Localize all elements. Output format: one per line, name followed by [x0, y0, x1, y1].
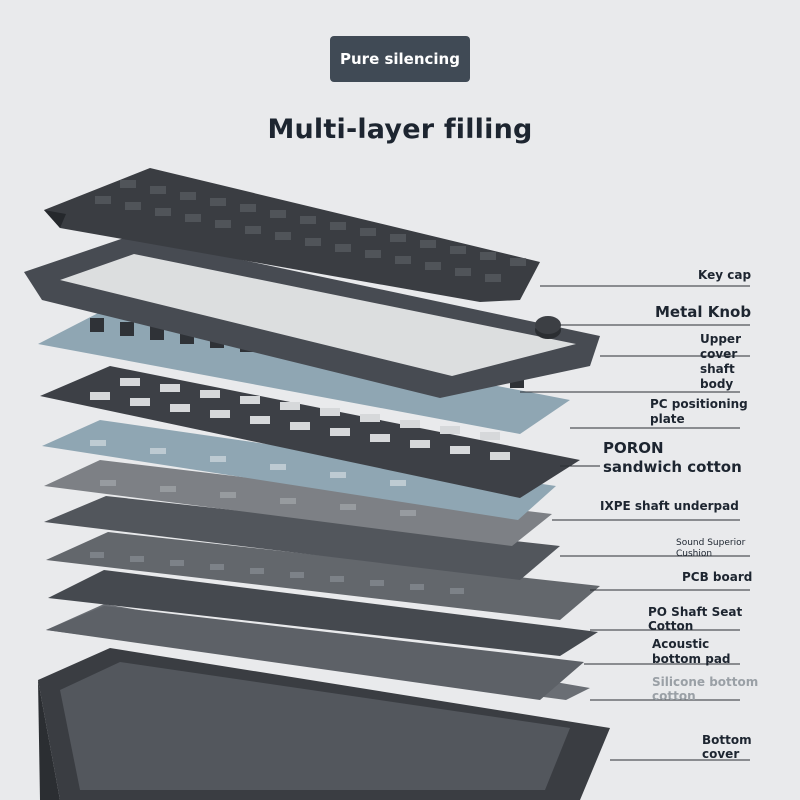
metal-knob	[535, 316, 561, 339]
silicone-bottom-cotton-label-line1: Silicone bottom	[652, 675, 759, 689]
ixpe-label: IXPE shaft underpad	[600, 499, 739, 513]
silicone-bottom-cotton-label-line2: cotton	[652, 689, 696, 703]
acoustic-bottom-pad-layer	[46, 606, 584, 700]
upper-cover-label-line1: Upper	[700, 332, 741, 346]
upper-cover-label-line2: cover	[700, 347, 738, 361]
poron-sandwich-cotton-layer	[42, 420, 556, 520]
sound-superior-cushion-label-line2: Cushion	[676, 549, 713, 559]
bottom-cover-layer	[38, 648, 610, 800]
po-shaft-seat-cotton-layer	[48, 570, 598, 656]
bottom-cover-label-line1: Bottom	[702, 733, 752, 747]
switch-plate-layer	[38, 310, 570, 434]
pc-positioning-plate-label-line1: PC positioning	[650, 397, 748, 411]
pc-positioning-plate-layer	[40, 366, 580, 498]
upper-cover-frame-layer	[24, 236, 600, 398]
acoustic-bottom-pad-label-line1: Acoustic	[652, 637, 710, 651]
pcb-board-label: PCB board	[682, 570, 753, 584]
sound-superior-cushion-label-line1: Sound Superior	[676, 538, 746, 548]
pcb-board-layer	[46, 532, 600, 620]
poron-label-line2: sandwich cotton	[603, 458, 742, 476]
poron-label-line1: PORON	[603, 439, 664, 457]
sound-superior-cushion-layer	[44, 496, 560, 580]
ixpe-shaft-underpad-layer	[44, 460, 552, 546]
bottom-cover-label-line2: cover	[702, 747, 740, 761]
metal-knob-label: Metal Knob	[655, 303, 752, 321]
pc-positioning-plate-label-line2: plate	[650, 412, 685, 426]
upper-cover-label-line4: body	[700, 377, 734, 391]
upper-cover-label-line3: shaft	[700, 362, 735, 376]
po-shaft-seat-cotton-label-line1: PO Shaft Seat	[648, 605, 743, 619]
leader-lines	[520, 285, 750, 761]
acoustic-bottom-pad-label-line2: bottom pad	[652, 652, 731, 666]
key-cap-label: Key cap	[698, 268, 752, 282]
page-title: Multi-layer filling	[267, 114, 533, 145]
pure-silencing-badge: Pure silencing	[330, 36, 470, 82]
po-shaft-seat-cotton-label-line2: Cotton	[648, 619, 694, 633]
keycap-layer	[44, 168, 540, 302]
